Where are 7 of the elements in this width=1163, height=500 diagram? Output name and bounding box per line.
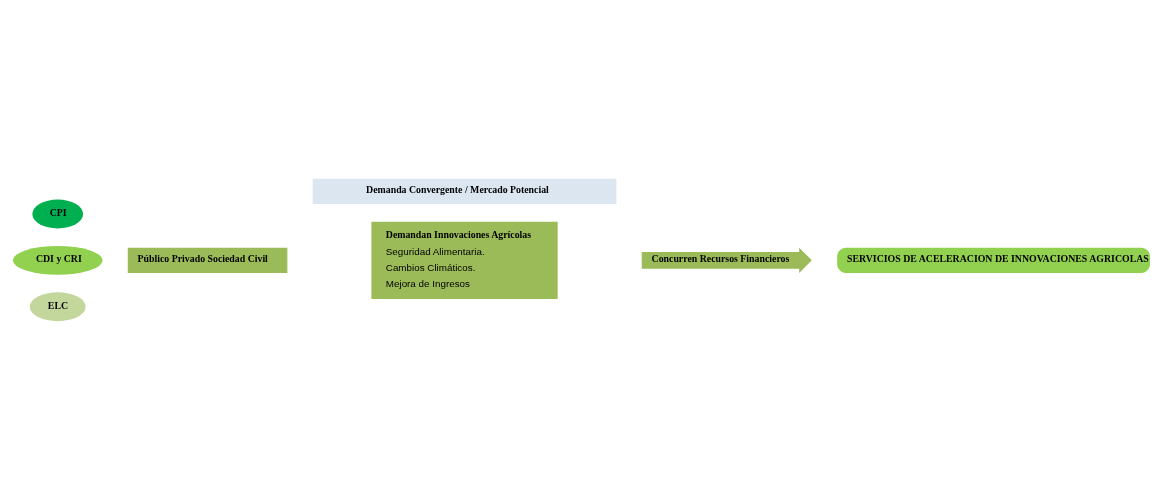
- node-box: Demanda Convergente / Mercado Potencial: [312, 178, 617, 205]
- node-ellipse: CPI: [32, 199, 84, 229]
- node-box: Público Privado Sociedad Civil: [127, 247, 288, 273]
- node-box: SERVICIOS DE ACELERACION DE INNOVACIONES AGRICOLAS: [837, 247, 1150, 273]
- node-ellipse: CDI y CRI: [12, 245, 103, 275]
- node-ellipse: ELC: [29, 292, 86, 322]
- node-box: Demandan Innovaciones Agrícolas Seguridad Alimentaria. Cambios Climáticos. Mejora de Ingresos: [371, 221, 558, 300]
